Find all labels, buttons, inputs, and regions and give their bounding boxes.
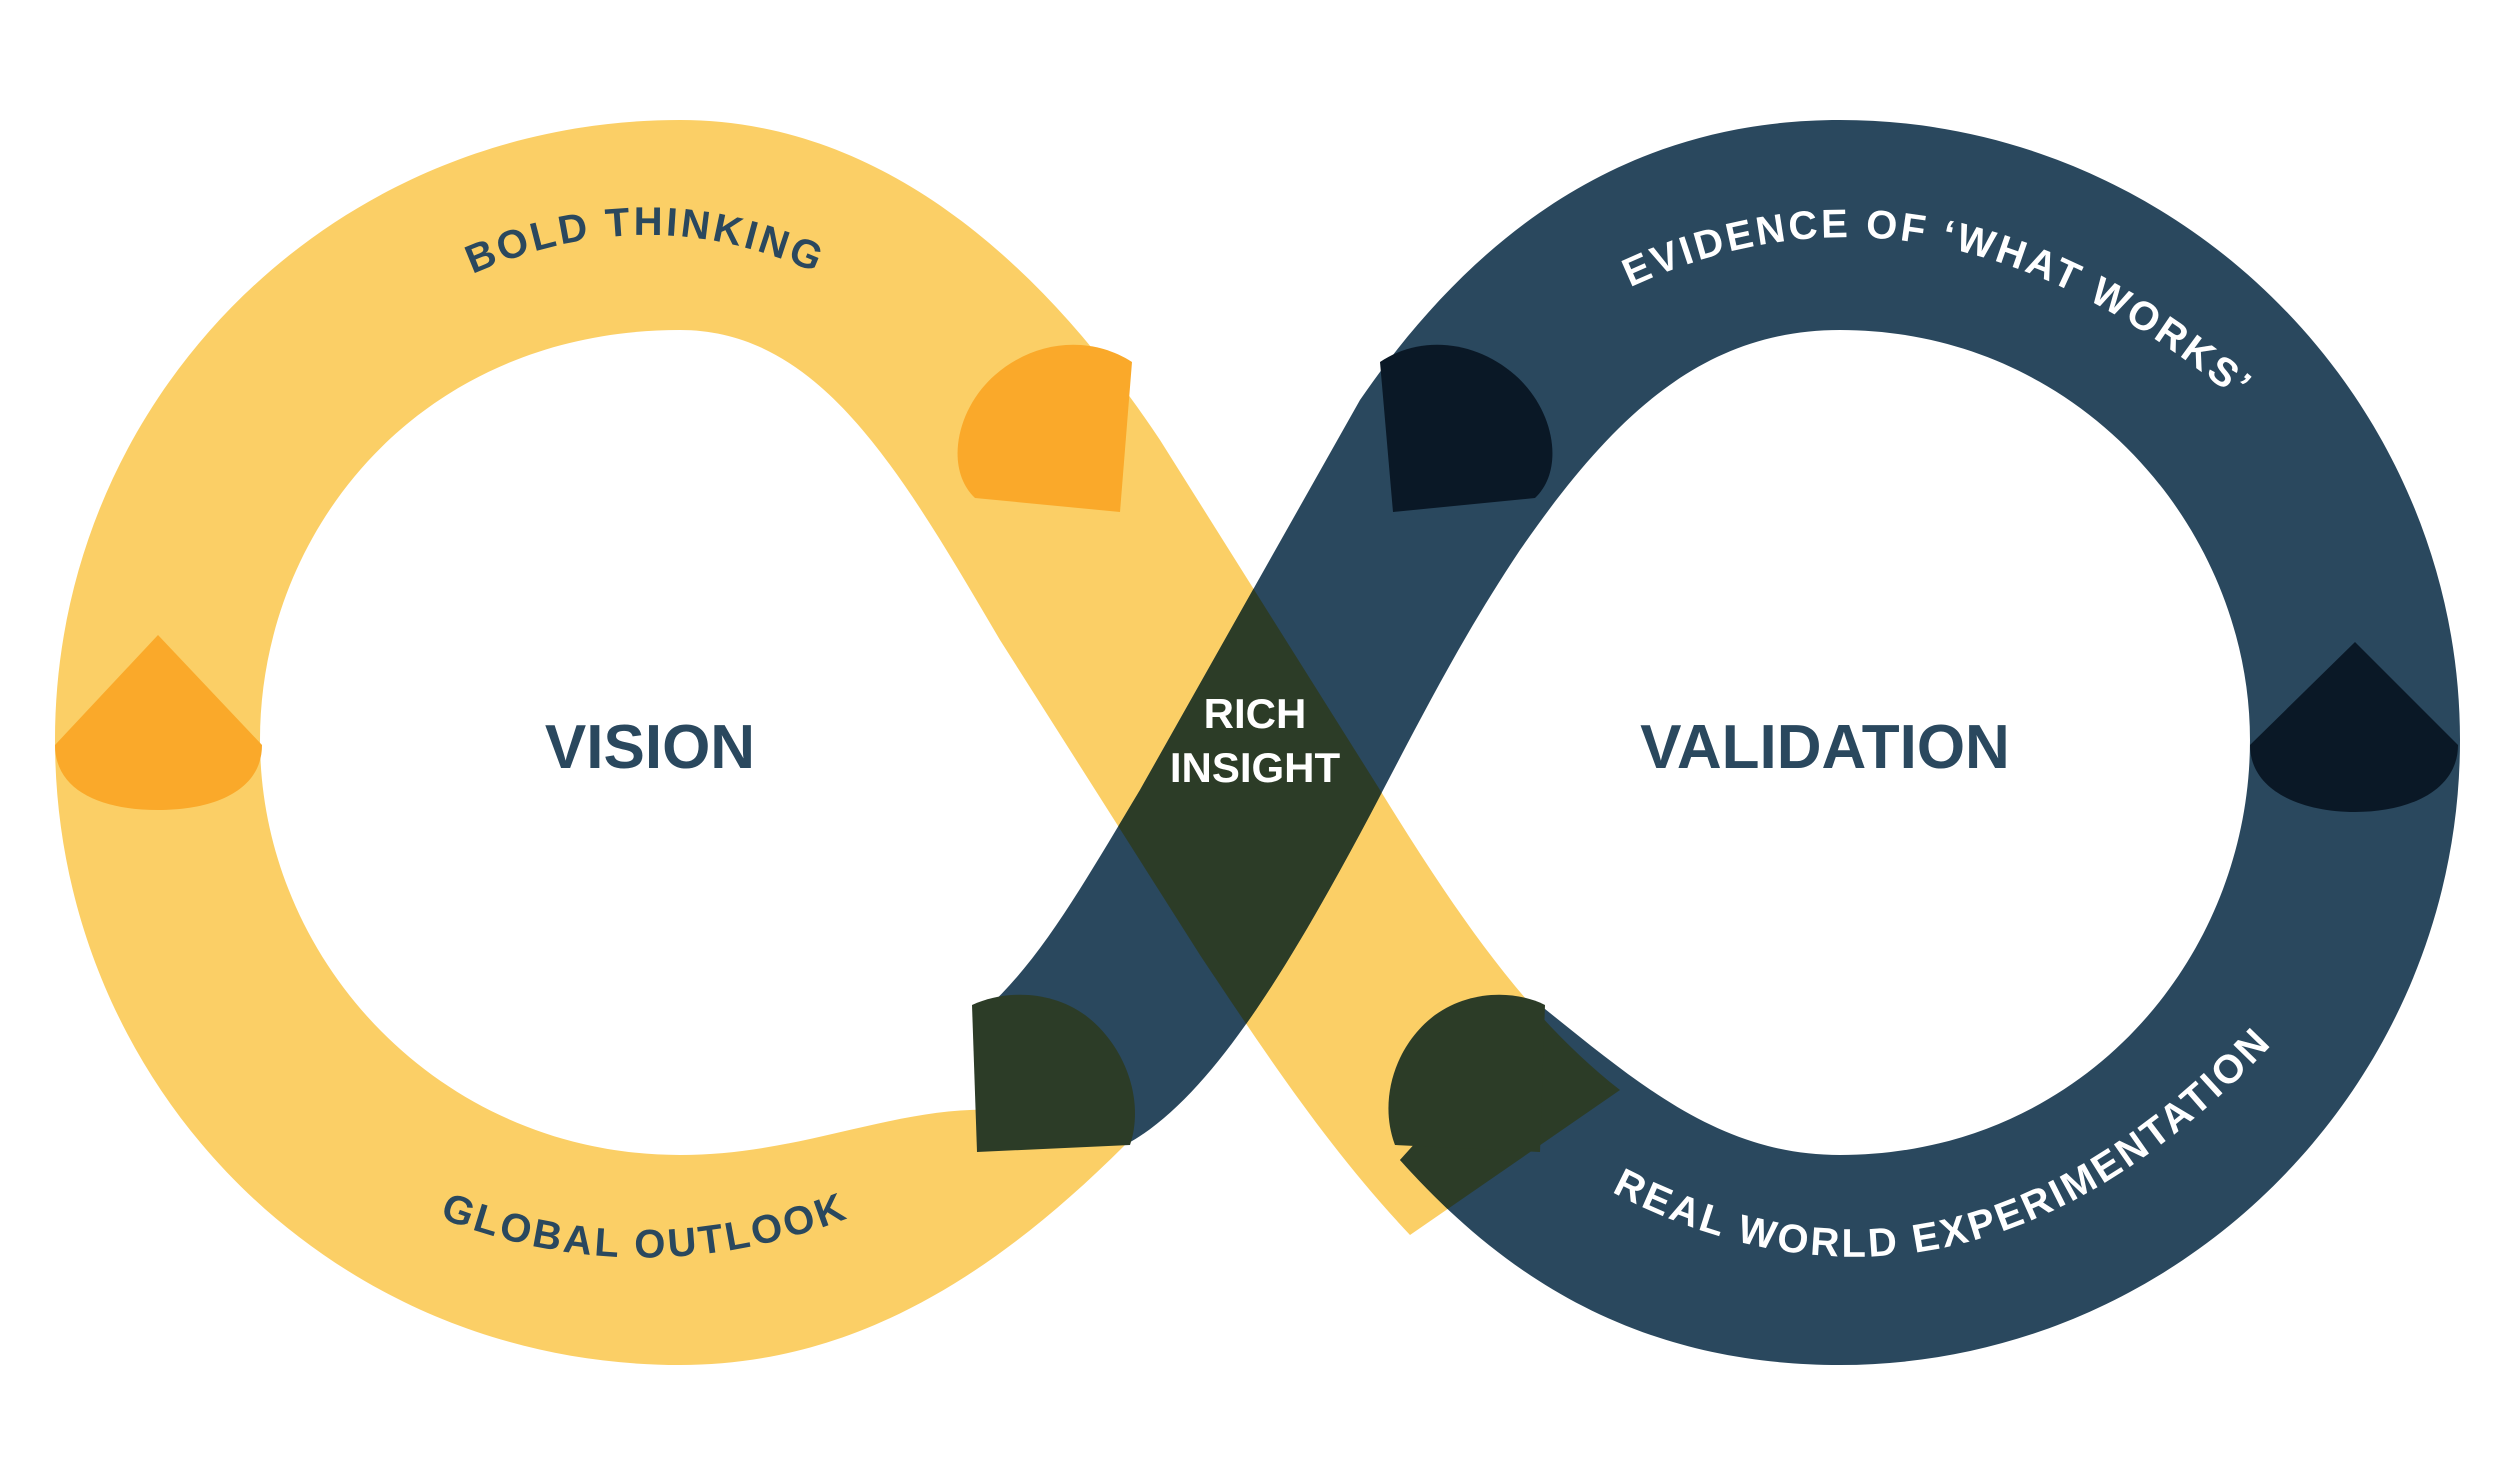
bottom-right-arrowhead-accent bbox=[1388, 994, 1545, 1152]
left-arrowhead-accent bbox=[55, 635, 262, 810]
bottom-left-arrowhead-accent bbox=[972, 994, 1135, 1152]
validation-label: VALIDATION bbox=[1640, 713, 2010, 782]
rich-insight-label-line1: RICH bbox=[1204, 690, 1307, 737]
right-arrowhead-accent bbox=[2250, 642, 2458, 812]
top-right-arrowhead-accent bbox=[1380, 344, 1553, 512]
rich-insight-label-line2: INSIGHT bbox=[1170, 744, 1341, 791]
vision-label: VISION bbox=[545, 713, 755, 782]
top-left-arrowhead-accent bbox=[957, 344, 1132, 512]
